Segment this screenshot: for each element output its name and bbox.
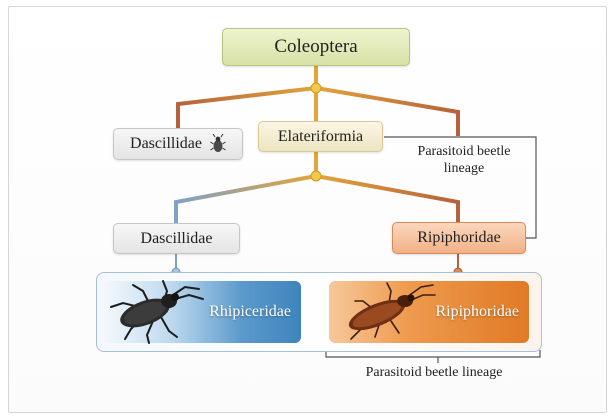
node-dascillidae-upper: Dascillidae [113,128,243,160]
parasitoid-lineage-bracket-label: Parasitoid beetle lineage [328,365,540,381]
parasitoid-lineage-label: Parasitoid beetle lineage [405,143,523,177]
node-elateriformia: Elateriformia [258,121,383,152]
node-coleoptera: Coleoptera [222,28,410,66]
node-ripiphoridae: Ripiphoridae [392,222,526,254]
hub-dot-2 [311,171,321,181]
beetle-icon [210,134,226,154]
family-panel: Rhipiceridae Ripiphoridae [96,272,542,352]
card-label: Ripiphoridae [435,303,519,321]
node-label: Dascillidae [130,135,202,153]
hub-dot-1 [311,83,321,93]
beetle-illustration [333,279,437,345]
link-hub2-ripiphoridae [316,176,458,222]
beetle-illustration [103,277,207,347]
link-hub2-dascillidae [176,176,316,223]
card-label: Rhipiceridae [209,303,291,321]
node-dascillidae-lower: Dascillidae [113,223,240,254]
